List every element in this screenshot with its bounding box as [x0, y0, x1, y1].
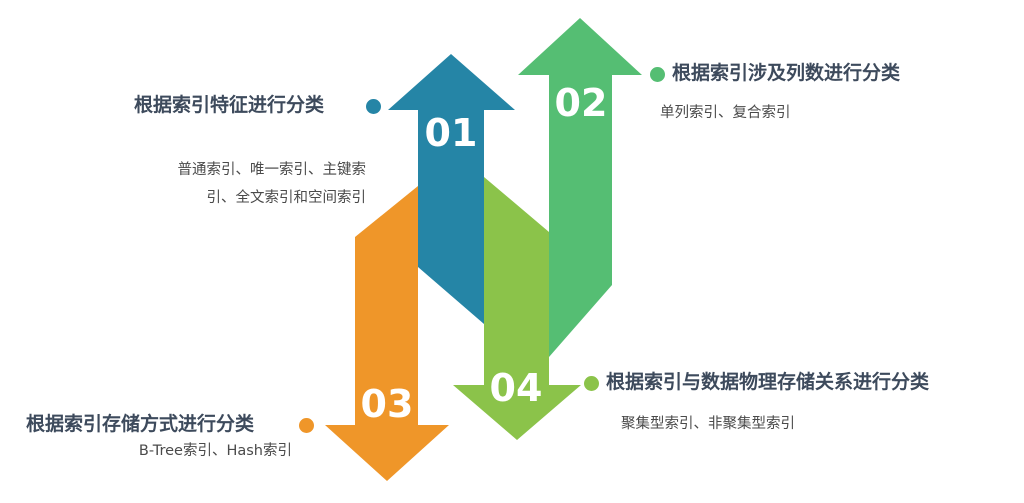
arrow-03 [325, 186, 449, 481]
title-04: 根据索引与数据物理存储关系进行分类 [606, 371, 930, 393]
desc-02-line-1: 单列索引、复合索引 [660, 105, 791, 121]
desc-01: 普通索引、唯一索引、主键索 引、全文索引和空间索引 [120, 156, 367, 212]
number-01: 01 [425, 111, 478, 155]
dot-02 [650, 67, 665, 82]
desc-04-line-1: 聚集型索引、非聚集型索引 [621, 416, 795, 432]
desc-04: 聚集型索引、非聚集型索引 [621, 410, 795, 438]
number-03: 03 [361, 382, 414, 426]
desc-03-line-1: B-Tree索引、Hash索引 [138, 443, 292, 459]
dot-04 [584, 376, 599, 391]
dot-03 [299, 418, 314, 433]
desc-03: B-Tree索引、Hash索引 [100, 437, 292, 465]
title-03: 根据索引存储方式进行分类 [26, 413, 255, 435]
title-01: 根据索引特征进行分类 [134, 94, 325, 116]
number-02: 02 [555, 81, 608, 125]
desc-01-line-1: 普通索引、唯一索引、主键索 [177, 162, 367, 178]
arrow-01 [388, 54, 515, 324]
arrow-04 [453, 177, 581, 440]
number-04: 04 [490, 366, 543, 410]
desc-01-line-2: 引、全文索引和空间索引 [206, 190, 367, 206]
title-02: 根据索引涉及列数进行分类 [672, 62, 901, 84]
dot-01 [366, 99, 381, 114]
desc-02: 单列索引、复合索引 [660, 99, 791, 127]
